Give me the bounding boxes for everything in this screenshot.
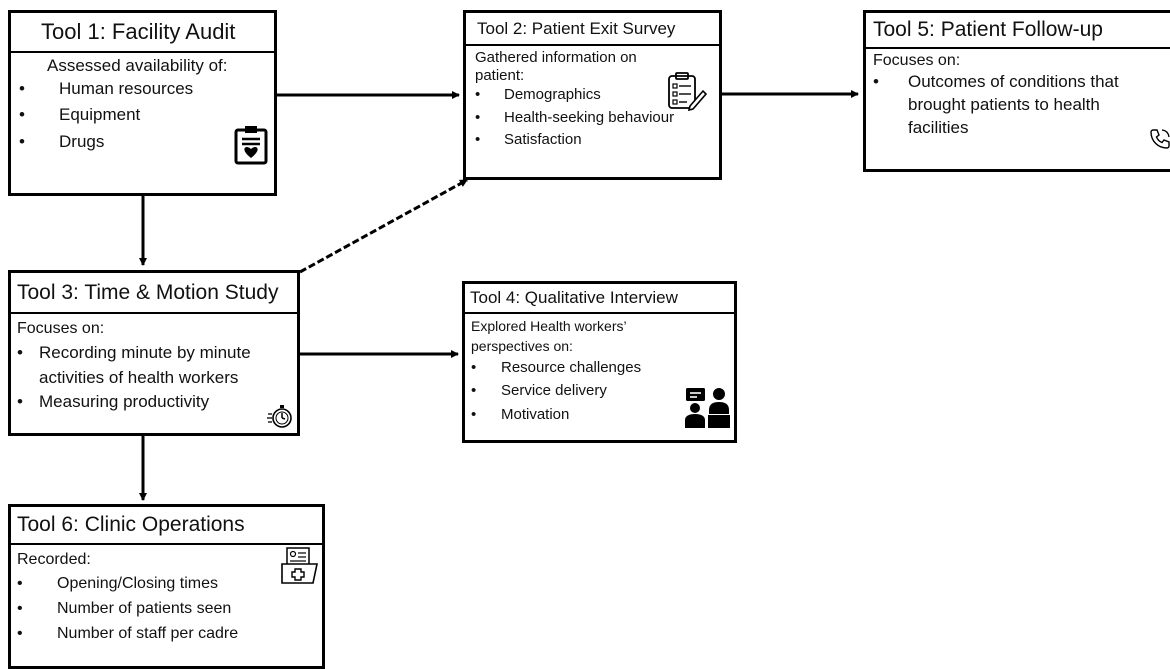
list-item: Number of staff per cadre bbox=[17, 622, 314, 647]
tool2-intro-line2: patient: bbox=[475, 66, 525, 84]
tool6-intro: Recorded: bbox=[17, 551, 91, 568]
checklist-pencil-icon bbox=[668, 72, 708, 111]
list-item: Resource challenges bbox=[471, 356, 726, 380]
tool3-item1-line2: activities of health workers bbox=[39, 367, 239, 387]
arrow-tool3-to-tool2-dashed bbox=[299, 178, 468, 274]
tool1-list: Human resources Equipment Drugs bbox=[19, 76, 266, 155]
phone-icon bbox=[1150, 129, 1170, 149]
tool3-title: Tool 3: Time & Motion Study bbox=[11, 273, 297, 314]
list-item: Human resources bbox=[19, 76, 266, 103]
list-item: Satisfaction bbox=[475, 129, 711, 152]
tool3-box: Tool 3: Time & Motion Study Focuses on: … bbox=[8, 270, 300, 436]
list-item: Equipment bbox=[19, 102, 266, 129]
list-item: Outcomes of conditions that brought pati… bbox=[873, 71, 1167, 140]
stopwatch-icon bbox=[267, 405, 292, 428]
tool1-intro: Assessed availability of: bbox=[47, 56, 228, 75]
list-item: Motivation bbox=[471, 403, 726, 427]
tool6-title: Tool 6: Clinic Operations bbox=[11, 507, 322, 545]
tool5-title: Tool 5: Patient Follow-up bbox=[866, 13, 1170, 49]
interview-icon bbox=[685, 388, 730, 428]
list-item: Service delivery bbox=[471, 379, 726, 403]
tool6-list: Opening/Closing times Number of patients… bbox=[17, 572, 314, 646]
list-item: Health-seeking behaviour bbox=[475, 107, 711, 130]
tool5-intro: Focuses on: bbox=[873, 52, 961, 69]
tool5-item-line1: Outcomes of conditions that bbox=[908, 71, 1119, 91]
tool2-box: Tool 2: Patient Exit Survey Gathered inf… bbox=[463, 10, 722, 180]
list-item: Number of patients seen bbox=[17, 597, 314, 622]
tool6-box: Tool 6: Clinic Operations Recorded: Open… bbox=[8, 504, 325, 669]
tool3-intro: Focuses on: bbox=[17, 320, 105, 337]
list-item: Demographics bbox=[475, 84, 711, 107]
tool5-item-line3: facilities bbox=[908, 117, 969, 137]
medical-folder-icon bbox=[281, 547, 318, 584]
tool3-item1-line1: Recording minute by minute bbox=[39, 343, 251, 362]
list-item: Measuring productivity bbox=[17, 390, 289, 415]
tool2-intro-line1: Gathered information on bbox=[475, 49, 637, 66]
tool4-list: Resource challenges Service delivery Mot… bbox=[471, 356, 726, 426]
list-item: Drugs bbox=[19, 129, 266, 156]
tool5-item-line2: brought patients to health bbox=[908, 94, 1100, 114]
tool2-title: Tool 2: Patient Exit Survey bbox=[466, 13, 719, 46]
list-item: Opening/Closing times bbox=[17, 572, 314, 597]
tool1-box: Tool 1: Facility Audit Assessed availabi… bbox=[8, 10, 277, 196]
tool4-intro-line2: perspectives on: bbox=[471, 337, 573, 354]
tool3-list: Recording minute by minute activities of… bbox=[17, 341, 289, 415]
list-item: Recording minute by minute activities of… bbox=[17, 341, 289, 390]
tool1-title: Tool 1: Facility Audit bbox=[11, 13, 274, 53]
tool5-box: Tool 5: Patient Follow-up Focuses on: Ou… bbox=[863, 10, 1170, 172]
tool4-title: Tool 4: Qualitative Interview bbox=[465, 284, 734, 314]
tool4-box: Tool 4: Qualitative Interview Explored H… bbox=[462, 281, 737, 443]
tool4-intro-line1: Explored Health workers’ bbox=[471, 318, 627, 334]
clipboard-heart-icon bbox=[234, 126, 268, 165]
tool5-list: Outcomes of conditions that brought pati… bbox=[873, 71, 1167, 140]
tool2-list: Demographics Health-seeking behaviour Sa… bbox=[475, 84, 711, 152]
